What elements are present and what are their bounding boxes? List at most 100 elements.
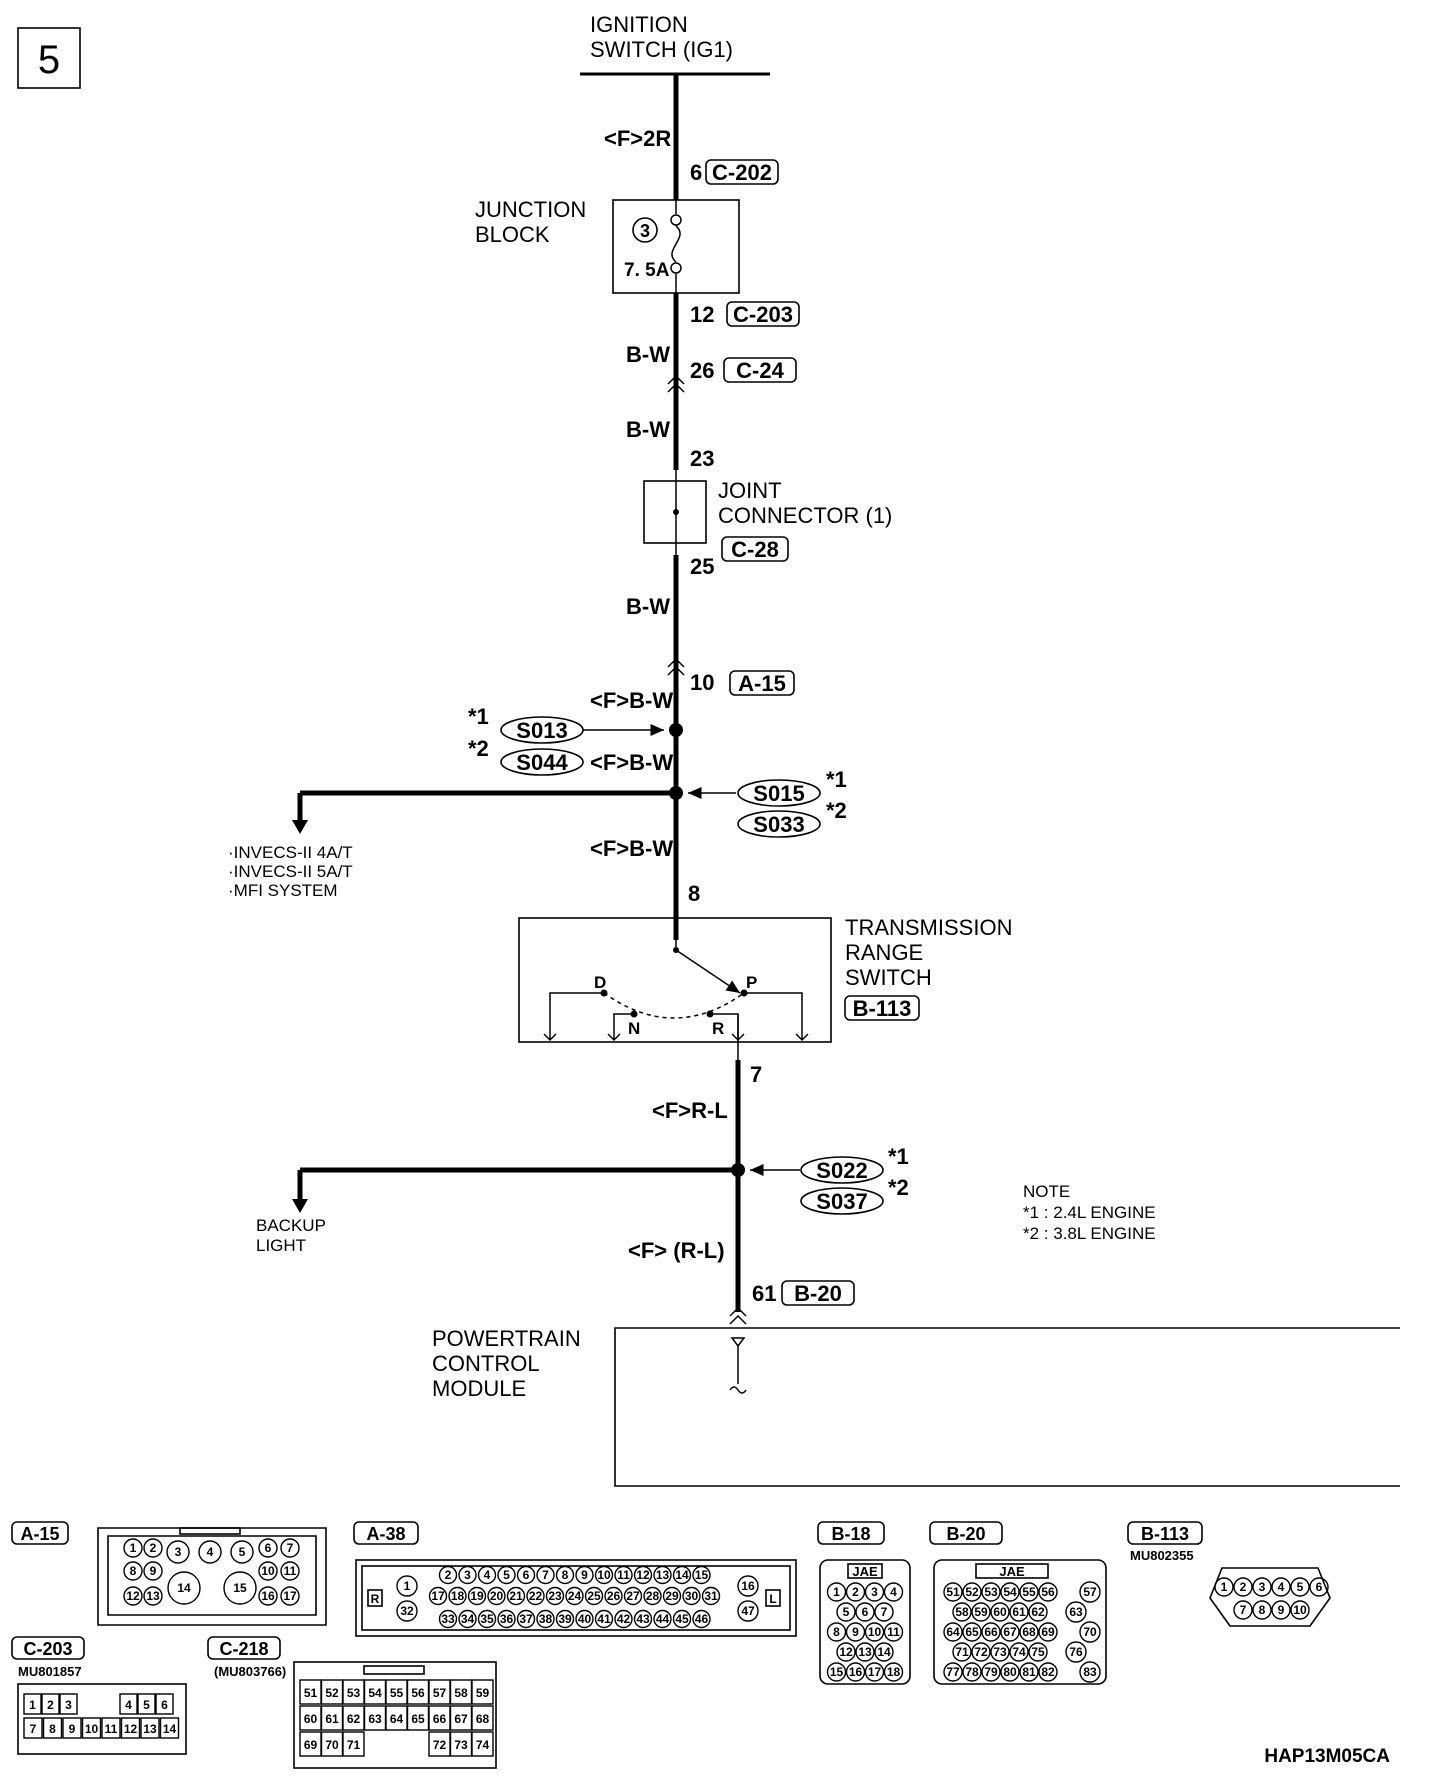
b20-pin-79: 79	[984, 1665, 998, 1679]
a38-pin-18-shape	[448, 1586, 467, 1606]
pcm-box	[614, 1327, 1400, 1487]
a38-pin-22-shape	[526, 1586, 545, 1606]
c28-label: C-28	[731, 537, 779, 562]
s022-tag	[800, 1156, 884, 1184]
a38-pin-28-shape	[643, 1586, 662, 1606]
a38-pin-34: 34	[461, 1612, 475, 1626]
c203-view-label: C-203	[23, 1639, 72, 1659]
b113-pin-8-shape	[1252, 1600, 1272, 1620]
pcm-label-3: MODULE	[432, 1376, 526, 1401]
note-line2: *2 : 3.8L ENGINE	[1023, 1224, 1156, 1243]
b20-pin-81-shape	[1019, 1662, 1039, 1682]
switch-travel-arc	[603, 992, 745, 1019]
c218-pin-73: 73	[454, 1738, 468, 1752]
b18-pin-16-shape	[845, 1662, 866, 1682]
b113-pin-2-shape	[1233, 1577, 1253, 1597]
fuse-terminal-top	[670, 214, 682, 226]
branch-1-line2: ·INVECS-II 5A/T	[228, 862, 353, 881]
a15-pin-9-shape	[143, 1561, 163, 1581]
b20-pin-55: 55	[1022, 1585, 1036, 1599]
b20-pin-78: 78	[965, 1665, 979, 1679]
a15-pin-15-shape	[223, 1571, 257, 1605]
a38-pin-43: 43	[636, 1612, 650, 1626]
c203-tag	[726, 301, 800, 327]
a38-pin-23-shape	[545, 1586, 565, 1606]
a38-pin-26: 26	[607, 1589, 621, 1603]
connector-view-a15: A-15	[11, 1521, 327, 1626]
a38-view-label: A-38	[366, 1524, 405, 1544]
c203-pin-3-shape	[59, 1693, 78, 1715]
a38-pin-46: 46	[695, 1612, 709, 1626]
a38-pin-10: 10	[597, 1568, 611, 1582]
b113-pin-10: 10	[1293, 1603, 1307, 1617]
joint-out-pin: 25	[690, 554, 714, 579]
a15-pin-13: 13	[146, 1589, 160, 1603]
switch-pos-r: R	[712, 1019, 724, 1038]
a38-pin-41: 41	[597, 1612, 611, 1626]
a38-pin-16: 16	[741, 1579, 755, 1593]
c203-pin-9: 9	[69, 1722, 76, 1736]
c203-pin-14-shape	[159, 1717, 180, 1739]
a38-pin-13: 13	[656, 1568, 670, 1582]
b18-view-jae-box	[847, 1563, 883, 1579]
c203-pin-6-shape	[155, 1693, 174, 1715]
c218-pin-52: 52	[325, 1686, 339, 1700]
b20-pin-69: 69	[1041, 1625, 1055, 1639]
s033-label: S033	[753, 812, 804, 837]
a15-pin-5: 5	[239, 1545, 246, 1559]
b20-pin-70: 70	[1083, 1625, 1097, 1639]
a15-pin-8-shape	[123, 1561, 143, 1581]
b20-pin-68: 68	[1022, 1625, 1036, 1639]
c203-pin-2: 2	[47, 1698, 54, 1712]
a38-pin-24: 24	[568, 1589, 582, 1603]
b18-pin-14: 14	[877, 1645, 891, 1659]
a38-pin-20-shape	[487, 1586, 506, 1606]
b18-pin-4-shape	[883, 1582, 904, 1602]
figure-code: HAP13M05CA	[1264, 1746, 1390, 1767]
b18-pin-8: 8	[833, 1625, 840, 1639]
a15-pin-14-shape	[167, 1571, 201, 1605]
b18-pin-9-shape	[845, 1622, 866, 1642]
c218-pin-58: 58	[454, 1686, 468, 1700]
a15-pin-12-shape	[123, 1586, 143, 1606]
a15-pin-15: 15	[233, 1581, 247, 1595]
c218-pin-71: 71	[347, 1738, 361, 1752]
c218-pin-64: 64	[390, 1712, 404, 1726]
ref2-c: *2	[888, 1175, 909, 1200]
c218-view-latch	[363, 1665, 425, 1675]
c203-pin-11: 11	[105, 1722, 118, 1736]
range-switch-in-pin: 8	[688, 881, 700, 906]
b18-pin-14-shape	[874, 1642, 894, 1662]
a38-pin-36-shape	[497, 1609, 516, 1629]
b20-view-tag	[929, 1521, 1003, 1545]
c218-pin-63: 63	[368, 1712, 382, 1726]
b20-pin-58-shape	[952, 1602, 972, 1622]
a15-pin-1: 1	[130, 1541, 137, 1555]
b20-pin-65-shape	[962, 1622, 982, 1642]
a15-pin-7-shape	[280, 1538, 300, 1558]
b113-view-label: B-113	[1141, 1524, 1189, 1544]
branch-1-line3: ·MFI SYSTEM	[228, 881, 338, 900]
a38-view-r-box	[367, 1589, 383, 1607]
b20-pin-73: 73	[993, 1645, 1007, 1659]
b20-pin-59-shape	[971, 1602, 991, 1622]
fuse-rating: 7. 5A	[624, 260, 670, 281]
b113-label: B-113	[853, 996, 912, 1021]
a38-pin-23: 23	[548, 1589, 562, 1603]
c218-pin-68: 68	[476, 1712, 490, 1726]
a15-pin-8: 8	[130, 1564, 137, 1578]
a15-pin-5-shape	[230, 1540, 254, 1564]
a38-pin-31: 31	[704, 1589, 718, 1603]
page-number: 5	[38, 38, 60, 82]
b20-pin-58: 58	[955, 1605, 969, 1619]
a38-pin-42-shape	[614, 1609, 633, 1629]
a15-pin-11-shape	[280, 1561, 300, 1581]
s013-label: S013	[516, 718, 567, 743]
wire-bw-1-label: B-W	[626, 342, 670, 367]
a38-pin-8-shape	[555, 1565, 575, 1585]
b20-pin-51: 51	[946, 1585, 960, 1599]
b113-pin-6-shape	[1309, 1577, 1329, 1597]
note-title: NOTE	[1023, 1182, 1070, 1201]
c218-pin-54: 54	[368, 1686, 382, 1700]
b20-pin-53: 53	[984, 1585, 998, 1599]
